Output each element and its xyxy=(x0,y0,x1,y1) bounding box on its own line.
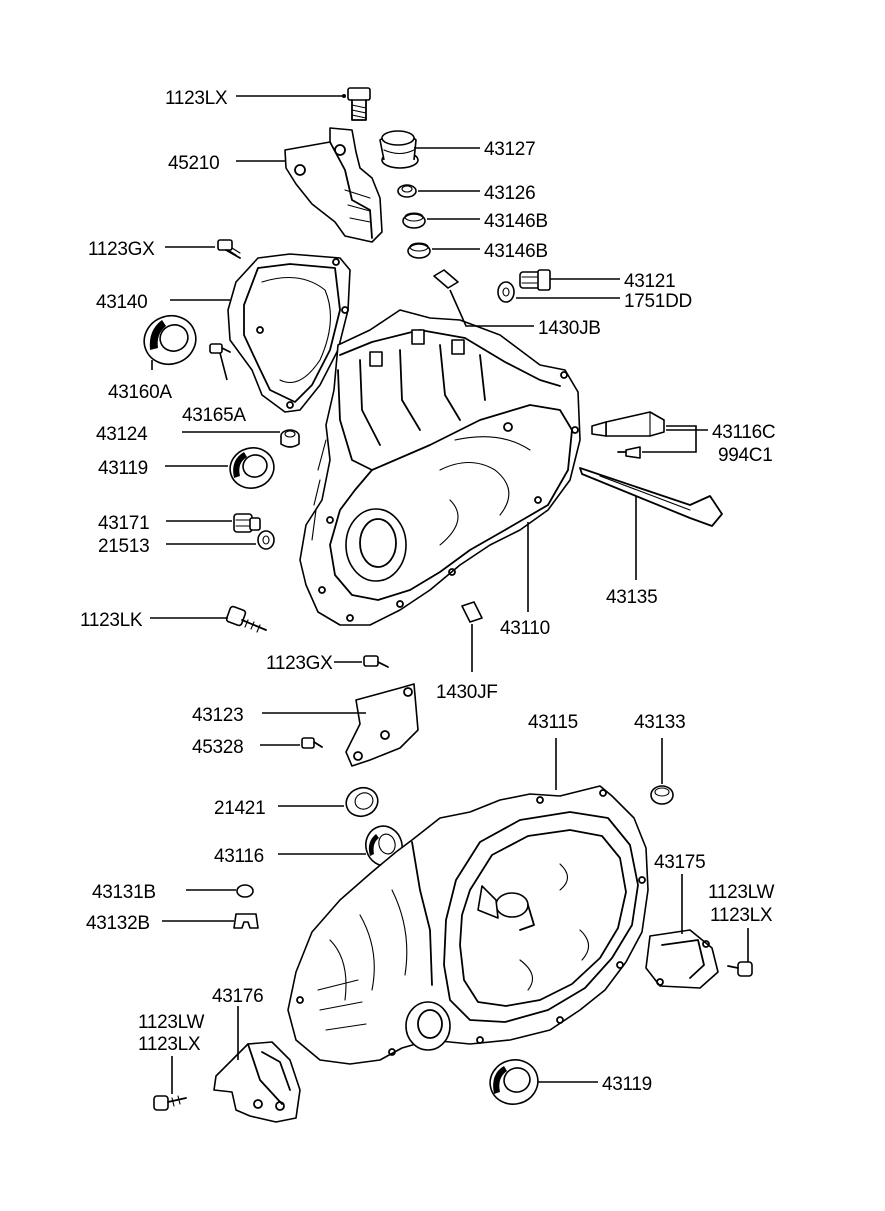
ring-43126 xyxy=(397,184,417,198)
bracket-43176 xyxy=(213,1041,301,1123)
bracket-45210 xyxy=(284,127,383,243)
boot-43127 xyxy=(379,130,419,169)
plug-43171 xyxy=(233,513,261,533)
label-43175: 43175 xyxy=(654,852,705,873)
label-43116c: 43116C xyxy=(712,422,775,443)
label-43133: 43133 xyxy=(634,712,685,733)
label-994c1: 994C1 xyxy=(718,445,773,466)
label-43146b-a: 43146B xyxy=(484,211,548,232)
label-45210: 45210 xyxy=(168,153,219,174)
transmission-case-43115 xyxy=(287,785,649,1065)
bolt-1123gx-top xyxy=(217,239,241,259)
bushing-43146b-b xyxy=(407,242,431,259)
label-43116: 43116 xyxy=(214,846,264,867)
bolt-1123gx-mid xyxy=(363,655,389,668)
seal-43160a xyxy=(143,314,197,366)
plug-43121 xyxy=(519,269,551,291)
label-1123lw-right: 1123LW xyxy=(708,882,775,903)
seal-21421 xyxy=(345,786,379,818)
bracket-43123 xyxy=(345,683,419,767)
label-43132b: 43132B xyxy=(86,913,150,934)
seal-43119-bottom xyxy=(489,1059,539,1105)
label-43121: 43121 xyxy=(624,271,675,292)
label-43119-top: 43119 xyxy=(98,458,148,479)
bushing-43133 xyxy=(650,785,674,805)
transaxle-case-43110 xyxy=(299,309,581,626)
bolt-1123lw-lx-right xyxy=(727,961,753,977)
label-21421: 21421 xyxy=(214,798,265,819)
label-43160a: 43160A xyxy=(108,382,172,403)
bolt-1123lw-lx-left xyxy=(153,1095,187,1111)
bracket-43175 xyxy=(645,929,719,989)
label-1123lx-left: 1123LX xyxy=(138,1034,201,1055)
label-1123lx-top: 1123LX xyxy=(165,88,228,109)
pin-1430jf xyxy=(461,601,483,623)
washer-21513 xyxy=(257,530,275,550)
seal-43119-top xyxy=(229,447,275,489)
label-43131b: 43131B xyxy=(92,882,156,903)
pin-1430jb xyxy=(433,269,459,289)
label-21513: 21513 xyxy=(98,536,149,557)
sealant-tube-43116c xyxy=(591,411,665,437)
label-1123gx-top: 1123GX xyxy=(88,239,155,260)
label-43176: 43176 xyxy=(212,986,263,1007)
clip-43132b xyxy=(233,913,259,929)
label-1751dd: 1751DD xyxy=(624,291,692,312)
label-43115: 43115 xyxy=(528,712,578,733)
cap-43131b xyxy=(236,884,254,898)
label-43119-bottom: 43119 xyxy=(602,1074,652,1095)
label-43171: 43171 xyxy=(98,513,149,534)
label-45328: 45328 xyxy=(192,737,243,758)
label-1123lx-right: 1123LX xyxy=(710,905,773,926)
cover-43140 xyxy=(227,253,351,413)
bushing-43146b-a xyxy=(402,212,426,229)
guide-43135 xyxy=(579,467,723,527)
label-43110: 43110 xyxy=(500,618,550,639)
label-1123gx-mid: 1123GX xyxy=(266,653,333,674)
label-43165a: 43165A xyxy=(182,405,246,426)
bolt-43165a xyxy=(209,343,231,354)
label-43123: 43123 xyxy=(192,705,243,726)
washer-1751dd xyxy=(497,281,515,303)
label-1123lk: 1123LK xyxy=(80,610,143,631)
label-43124: 43124 xyxy=(96,424,148,445)
label-43140: 43140 xyxy=(96,292,147,313)
plug-43124 xyxy=(280,429,300,448)
leader-lines xyxy=(150,94,749,1094)
label-1123lw-left: 1123LW xyxy=(138,1012,205,1033)
label-43126: 43126 xyxy=(484,183,535,204)
bolt-45328 xyxy=(301,737,323,749)
label-43127: 43127 xyxy=(484,139,535,160)
bolt-1123lx-top xyxy=(347,87,371,121)
bolt-1123lk xyxy=(225,605,267,633)
label-1430jb: 1430JB xyxy=(538,318,601,339)
label-1430jf: 1430JF xyxy=(436,682,498,703)
label-43135: 43135 xyxy=(606,587,657,608)
label-43146b-b: 43146B xyxy=(484,241,548,262)
nozzle-994c1 xyxy=(617,446,641,459)
